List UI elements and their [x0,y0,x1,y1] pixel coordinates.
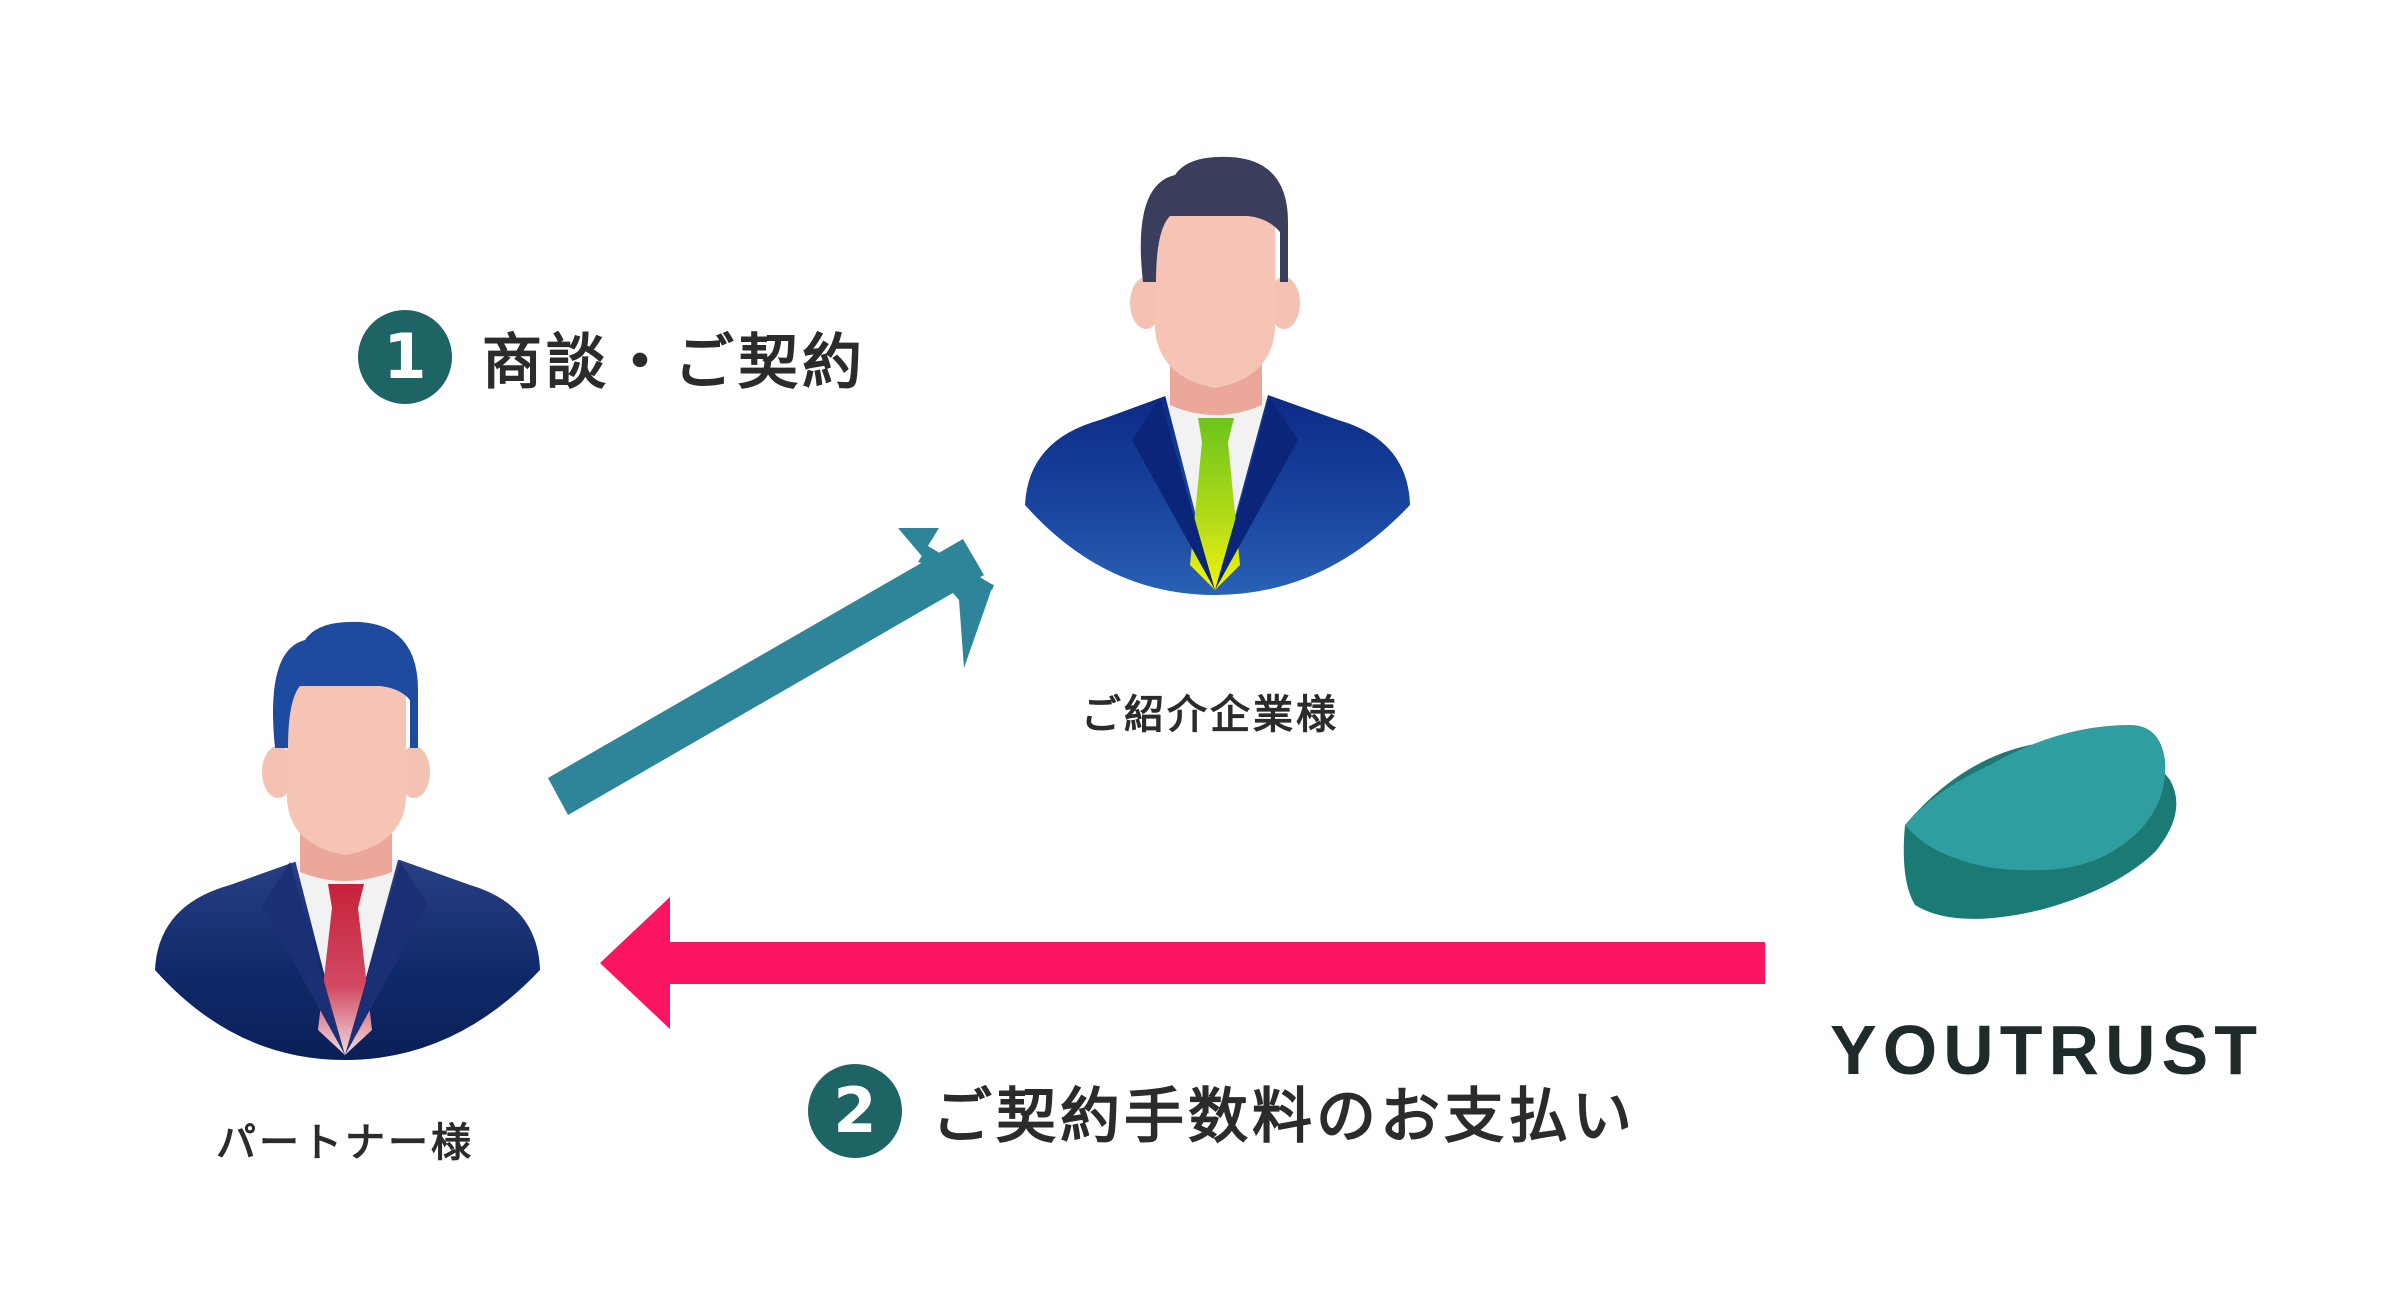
payment-arrow [600,897,1765,1029]
partner-label: パートナー様 [216,1120,474,1166]
contract-arrow [548,528,994,815]
step-2-label: ご契約手数料のお支払い [932,1081,1636,1152]
company-label: ご紹介企業様 [1081,692,1339,738]
step-2: 2 ご契約手数料のお支払い [808,1064,1636,1158]
step-1-label: 商談・ご契約 [482,327,866,398]
step-2-badge: 2 [808,1064,902,1158]
youtrust-logo-icon [1903,725,2177,919]
step-1: 1 商談・ご契約 [358,310,866,404]
company-person-icon [1025,156,1410,595]
youtrust-wordmark: YOUTRUST [1830,1011,2263,1089]
partner-person-icon [155,621,540,1060]
step-1-badge: 1 [358,310,452,404]
